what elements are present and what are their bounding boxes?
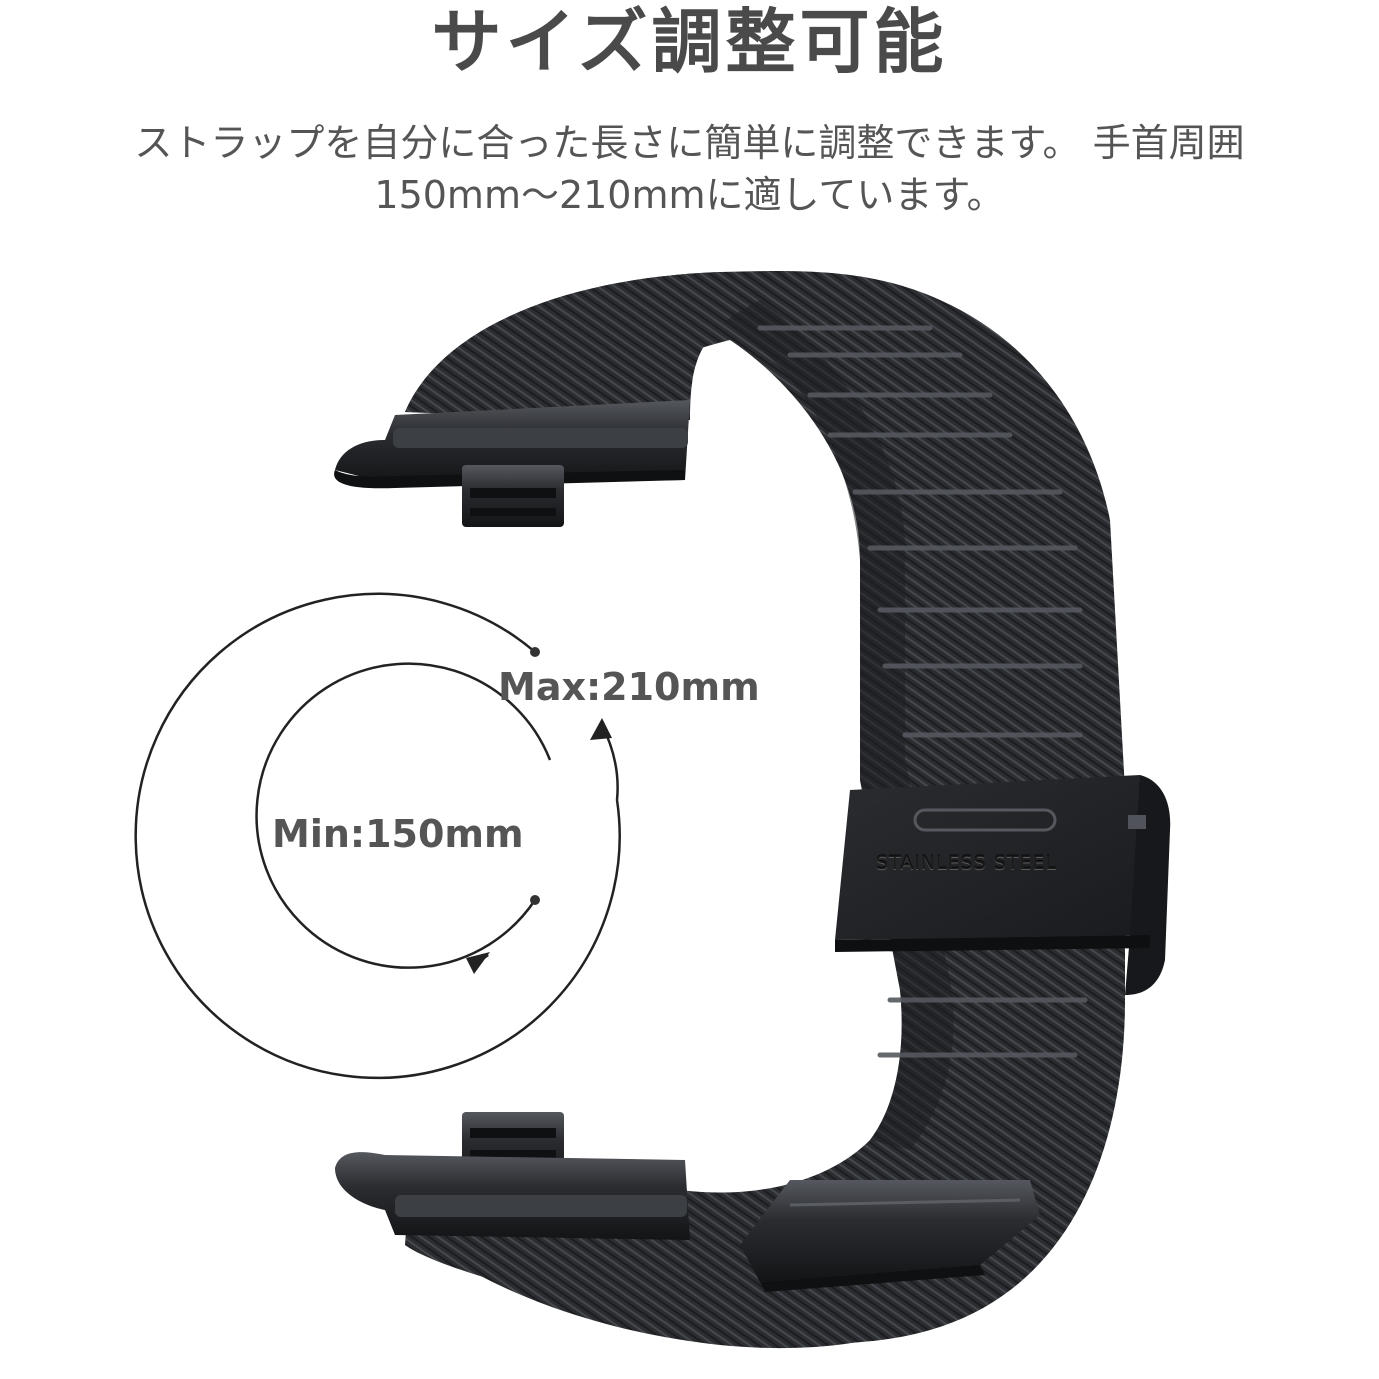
buckle-clasp	[835, 775, 1171, 995]
headline: サイズ調整可能	[431, 1, 948, 83]
min-circle	[255, 662, 552, 969]
max-endpoint-dot	[530, 647, 540, 657]
strap-end-piece	[740, 1180, 1040, 1292]
top-lug-connector	[334, 400, 690, 527]
max-size-label: Max:210mm	[498, 665, 760, 709]
max-circle	[134, 592, 621, 1080]
max-arrow-icon	[590, 718, 612, 740]
clasp-engraving: STAINLESS STEEL	[876, 852, 1058, 874]
min-endpoint-dot	[530, 895, 540, 905]
min-size-label: Min:150mm	[272, 812, 524, 856]
description-line-2: 150mm〜210mmに適しています。	[374, 173, 1005, 217]
min-arrow-icon	[466, 952, 490, 974]
size-diagram	[134, 592, 621, 1080]
bottom-lug-connector	[335, 1112, 690, 1240]
description-line-1: ストラップを自分に合った長さに簡単に調整できます。 手首周囲	[134, 121, 1245, 165]
